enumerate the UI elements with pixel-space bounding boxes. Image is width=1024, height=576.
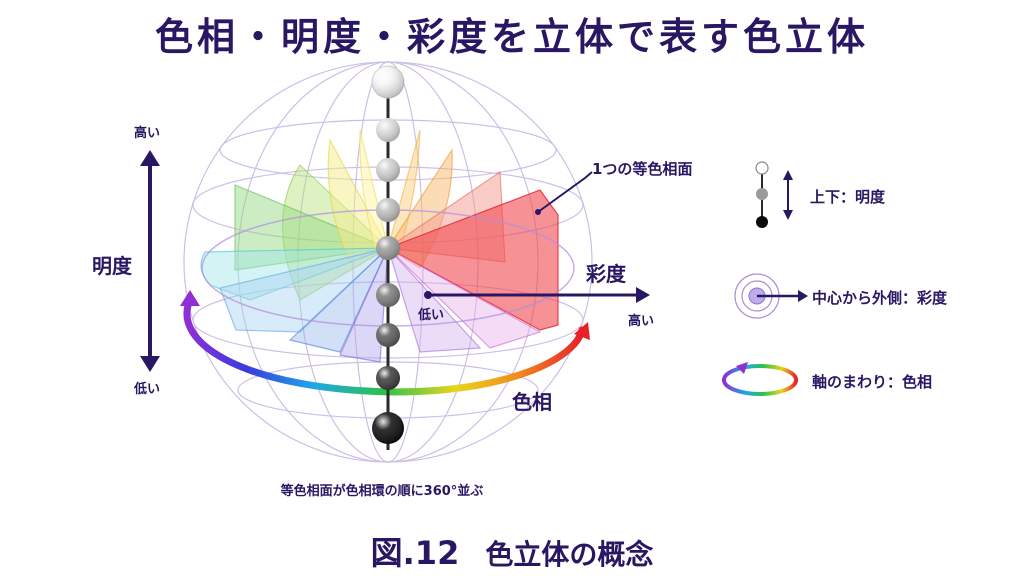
- hue-plane-magenta: [387, 247, 542, 349]
- hue-ring-left-arrowhead: [180, 290, 200, 306]
- hue-plane-violet: [387, 247, 482, 353]
- rotation-ring-icon: [722, 362, 798, 396]
- brightness-high-label: 高い: [134, 126, 161, 141]
- lightness-balls: [371, 65, 405, 444]
- hue-label: 色相: [512, 390, 552, 414]
- plane-pointer-dot: [535, 209, 541, 215]
- saturation-high-label: 高い: [628, 314, 655, 329]
- legend-hue-text: 軸のまわり：色相: [812, 373, 933, 391]
- hue-ring-right-arrowhead: [574, 322, 590, 340]
- brightness-label: 明度: [92, 254, 132, 278]
- saturation-low-label: 低い: [418, 308, 445, 323]
- brightness-arrowhead-up: [140, 150, 160, 166]
- legend-saturation-text: 中心から外側：彩度: [812, 289, 948, 307]
- one-hue-plane-label: 1つの等色相面: [592, 160, 693, 178]
- saturation-arrowhead: [636, 287, 650, 303]
- brightness-low-label: 低い: [134, 382, 161, 397]
- brightness-arrowhead-down: [140, 356, 160, 372]
- concentric-circles-icon: [734, 273, 808, 319]
- page-title: 色相・明度・彩度を立体で表す色立体: [154, 15, 869, 59]
- hue-ring-arrow: [180, 290, 590, 396]
- hue-planes-note: 等色相面が色相環の順に360°並ぶ: [280, 484, 484, 499]
- figure-caption: 図.12 色立体の概念: [0, 528, 1024, 574]
- figure-number: 図.12: [370, 534, 460, 572]
- plane-pointer-line: [537, 171, 593, 213]
- figure-caption-text: 色立体の概念: [485, 538, 654, 571]
- vertical-axis-icon: [755, 161, 793, 228]
- legend-brightness-text: 上下：明度: [810, 188, 886, 206]
- saturation-label: 彩度: [586, 262, 626, 286]
- hue-plane-blue: [288, 247, 389, 353]
